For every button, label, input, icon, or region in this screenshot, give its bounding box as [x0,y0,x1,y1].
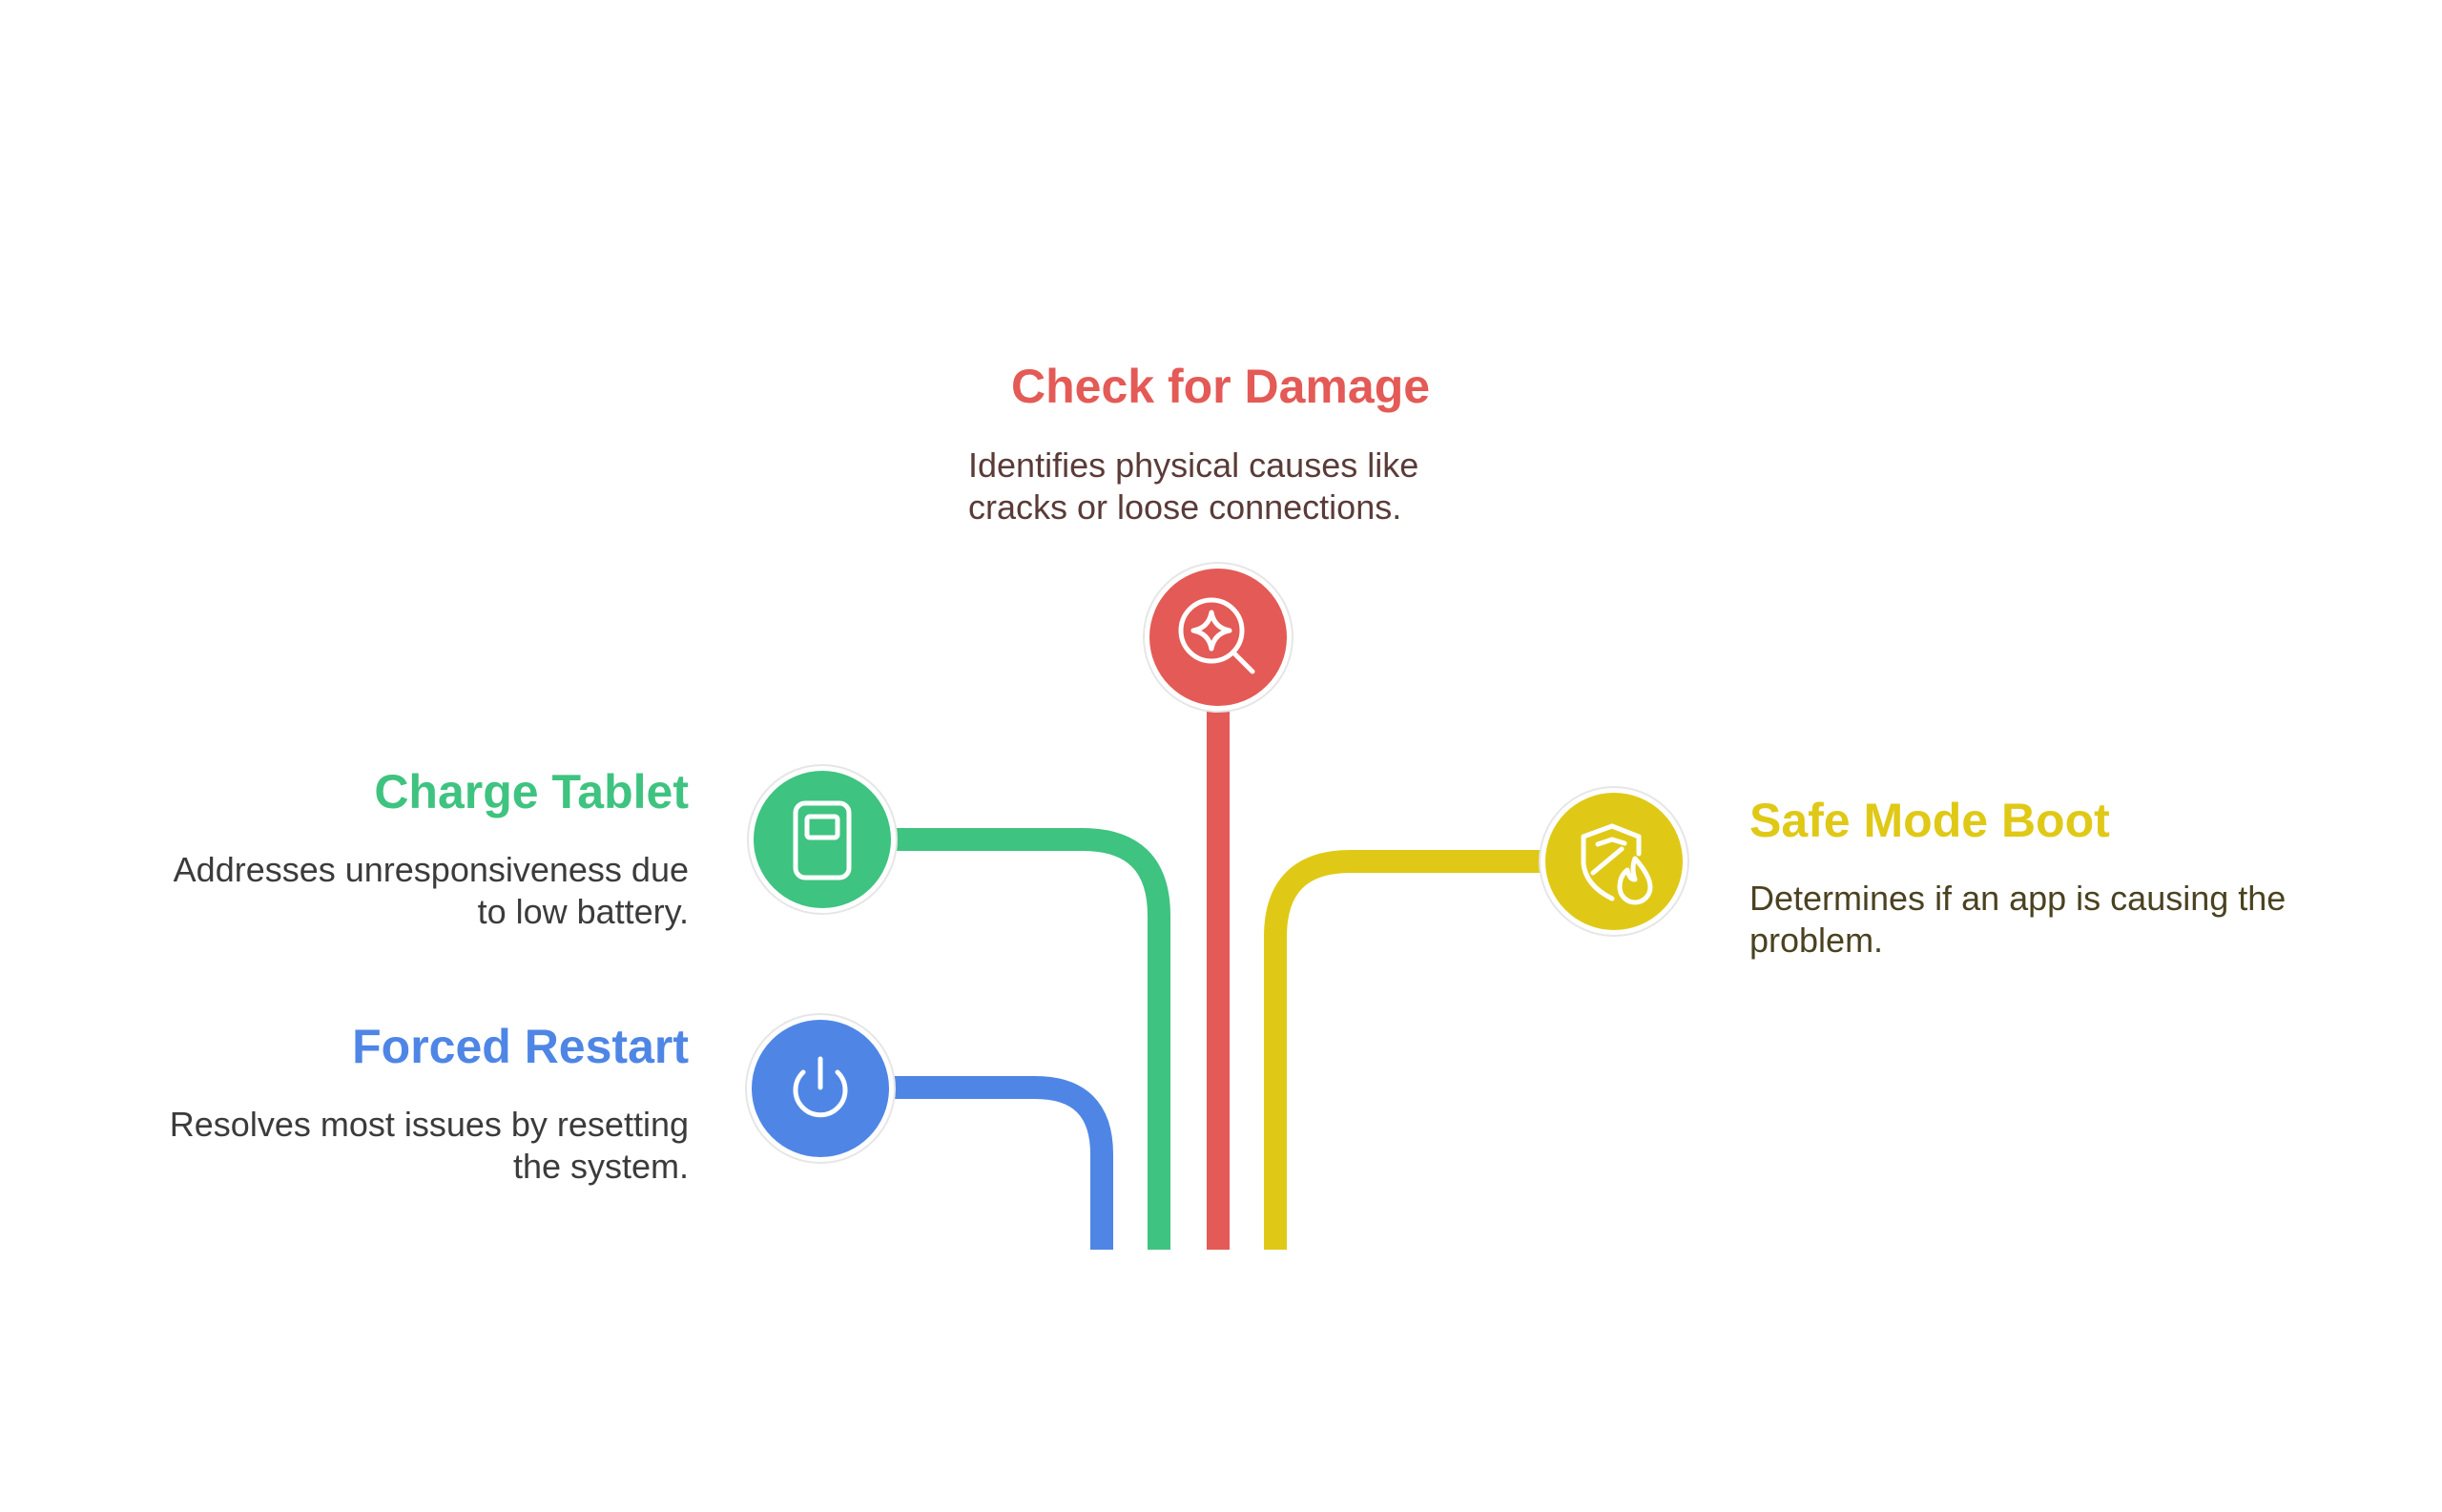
check-damage-description: Identifies physical causes like cracks o… [968,445,1419,527]
check-damage-title: Check for Damage [1011,360,1431,413]
battery-device-icon [793,800,852,880]
forced-restart-title: Forced Restart [352,1020,689,1073]
safe-mode-node [1539,786,1689,937]
power-icon [793,1056,848,1118]
charge-tablet-description: Addresses unresponsiveness due to low ba… [173,850,689,931]
forced-restart-description: Resolves most issues by resetting the sy… [169,1105,689,1186]
forced-restart-connector-line [820,1076,1113,1250]
charge-tablet-connector-line [820,828,1170,1250]
shield-fire-icon [1581,823,1653,905]
charge-tablet-node [747,764,898,915]
forced-restart-node [745,1013,896,1164]
safe-mode-title: Safe Mode Boot [1749,794,2110,847]
magnify-sparkle-icon [1178,597,1255,674]
check-damage-node [1143,562,1293,713]
charge-tablet-title: Charge Tablet [374,765,689,818]
safe-mode-description: Determines if an app is causing the prob… [1749,879,2287,960]
safe-mode-connector-line [1264,850,1622,1250]
